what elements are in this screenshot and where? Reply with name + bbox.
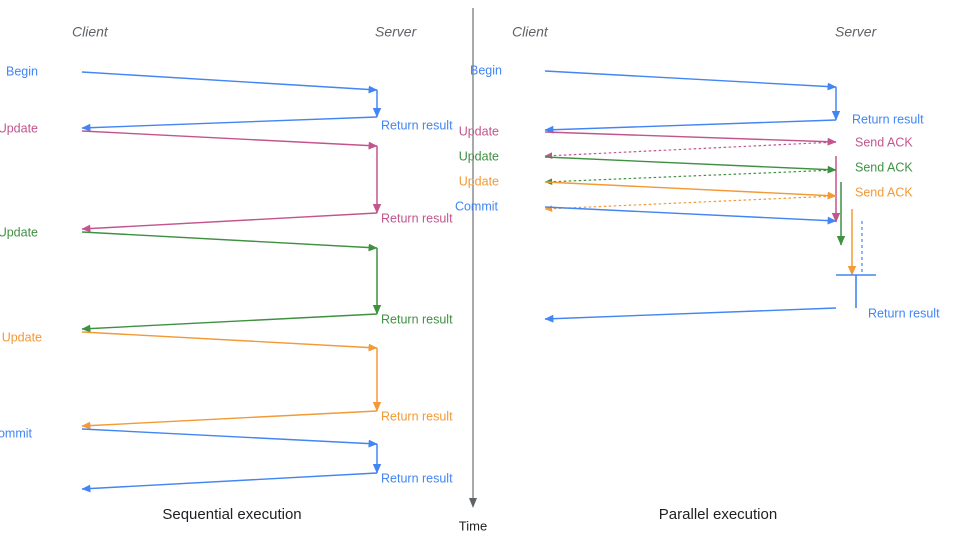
panel-caption-sequential: Sequential execution: [162, 506, 301, 523]
lane-title-server-sequential: Server: [375, 24, 418, 40]
message-arrow-request: [81, 130, 378, 150]
message-label-update: Update: [459, 174, 499, 188]
message-arrow-request: [544, 156, 837, 174]
message-label-return-result: Return result: [381, 471, 453, 485]
message-label-update: Update: [2, 330, 42, 344]
message-arrow-request: [544, 70, 837, 91]
message-arrow-response: [81, 313, 378, 333]
message-arrow-request: [544, 206, 837, 225]
panel-caption-parallel: Parallel execution: [659, 506, 777, 523]
message-label-send-ack: Send ACK: [855, 185, 913, 199]
message-label-commit: Commit: [0, 426, 33, 440]
message-arrow-request: [81, 231, 378, 252]
message-arrow-response: [81, 212, 378, 233]
message-label-return-result: Return result: [381, 312, 453, 326]
message-arrow-request: [544, 131, 837, 146]
message-label-send-ack: Send ACK: [855, 135, 913, 149]
message-label-send-ack: Send ACK: [855, 160, 913, 174]
lane-title-server-parallel: Server: [835, 24, 878, 40]
message-arrow-ack: [544, 141, 837, 160]
message-label-update: Update: [459, 124, 499, 138]
lane-title-client-parallel: Client: [512, 24, 549, 40]
message-label-update: Update: [0, 121, 38, 135]
message-arrow-request: [81, 331, 378, 352]
message-label-update: Update: [459, 149, 499, 163]
message-label-update: Update: [0, 225, 38, 239]
message-label-return-result: Return result: [381, 118, 453, 132]
message-label-return-result: Return result: [868, 306, 940, 320]
message-label-return-result: Return result: [381, 409, 453, 423]
message-arrow-response: [81, 116, 378, 132]
message-arrow-request: [544, 181, 837, 200]
message-arrow-response: [544, 119, 837, 134]
message-arrow-response: [544, 307, 837, 323]
message-arrow-ack: [544, 195, 837, 213]
message-arrow-request: [81, 71, 378, 94]
message-label-return-result: Return result: [852, 112, 924, 126]
lane-title-client-sequential: Client: [72, 24, 109, 40]
message-arrow-response: [81, 472, 378, 493]
message-arrow-ack: [544, 169, 837, 186]
time-axis-arrowhead: [469, 498, 477, 508]
message-label-begin: Begin: [470, 63, 502, 77]
message-label-commit: Commit: [455, 199, 499, 213]
message-label-begin: Begin: [6, 64, 38, 78]
time-axis-label: Time: [459, 518, 487, 533]
message-arrow-request: [81, 428, 378, 448]
message-arrow-response: [81, 410, 378, 430]
message-label-return-result: Return result: [381, 211, 453, 225]
